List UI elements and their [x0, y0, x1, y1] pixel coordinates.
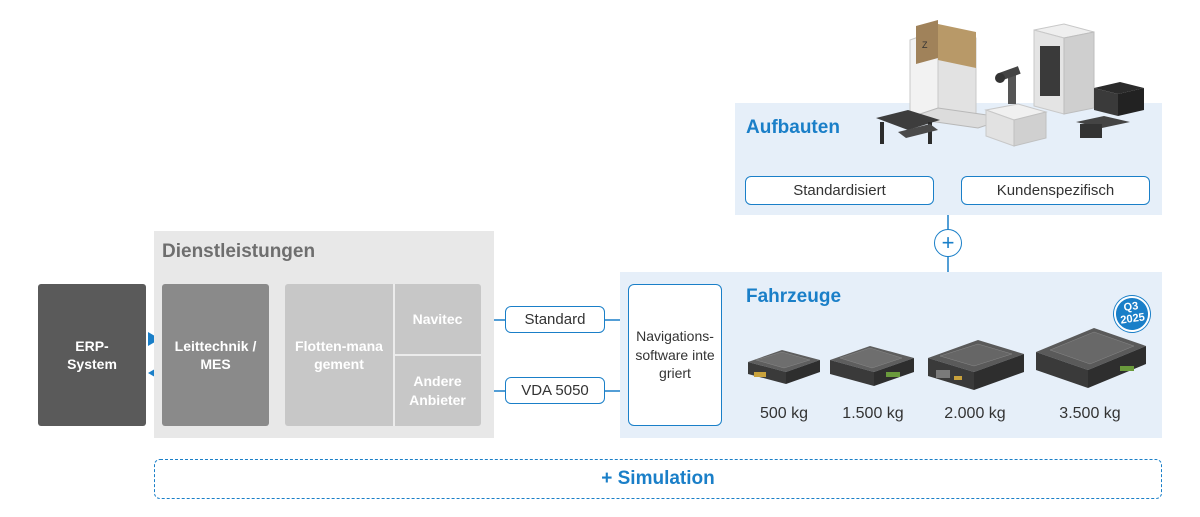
svg-text:Z: Z — [922, 40, 928, 50]
vehicle-3500kg-image — [1036, 328, 1146, 388]
navigationssoftware-box: Navigations-software integriert — [628, 284, 722, 426]
standard-interface-box: Standard — [505, 306, 605, 333]
navigationssoftware-label: Navigations-software integriert — [635, 327, 715, 382]
flottenmanagement-label: Flotten-management — [295, 337, 383, 372]
aufbauten-products-image: Z — [876, 20, 1144, 147]
plus-icon: + — [934, 229, 962, 257]
dienstleistungen-title: Dienstleistungen — [162, 241, 316, 262]
erp-system-box: ERP-System — [38, 284, 146, 426]
simulation-box: + Simulation — [154, 459, 1162, 499]
vda5050-interface-box: VDA 5050 — [505, 377, 605, 404]
fahrzeuge-title: Fahrzeuge — [746, 286, 842, 307]
erp-system-label: ERP-System — [67, 337, 117, 372]
vehicle-1500kg-image — [830, 346, 914, 386]
simulation-label: + Simulation — [601, 468, 715, 489]
vehicle-1500kg-label: 1.500 kg — [842, 405, 904, 422]
navitec-label: Navitec — [412, 310, 463, 327]
vehicle-2000kg-image — [928, 340, 1024, 390]
badge-year: 2025 — [1119, 311, 1146, 327]
vehicle-500kg-label: 500 kg — [759, 405, 809, 422]
option-kundenspezifisch: Kundenspezifisch — [961, 176, 1150, 205]
vehicle-3500kg-label: 3.500 kg — [1059, 405, 1121, 422]
flotte-divider-vertical — [393, 284, 395, 426]
vehicle-500kg-image — [748, 350, 820, 384]
leittechnik-mes-box: Leittechnik / MES — [162, 284, 269, 426]
flotte-divider-horizontal — [394, 354, 481, 356]
aufbauten-title: Aufbauten — [746, 117, 840, 138]
leittechnik-mes-label: Leittechnik / MES — [174, 337, 257, 372]
option-standardisiert: Standardisiert — [745, 176, 934, 205]
vehicle-2000kg-label: 2.000 kg — [944, 405, 1006, 422]
andere-anbieter-label: Andere Anbieter — [409, 373, 466, 408]
